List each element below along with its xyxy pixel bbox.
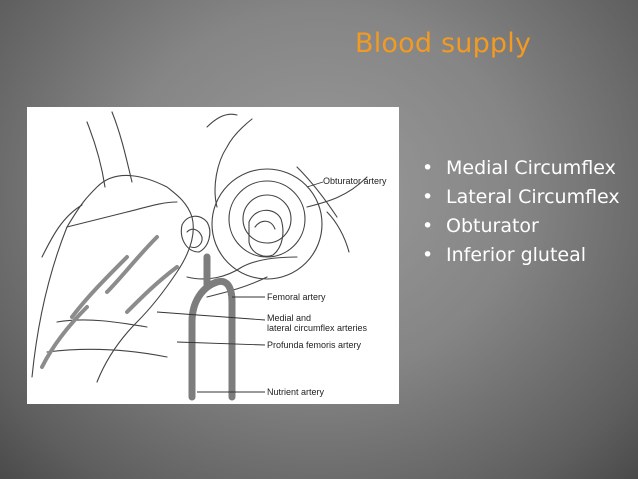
bullet-text: Inferior gluteal	[446, 244, 587, 266]
bullet-item: • Inferior gluteal	[422, 243, 632, 267]
diagram-drawing	[31, 111, 368, 401]
label-medial-lateral-line2: lateral circumflex arteries	[267, 323, 368, 333]
bullet-dot: •	[422, 215, 434, 237]
bullet-dot: •	[422, 244, 434, 266]
bullet-item: • Lateral Circumflex	[422, 185, 632, 209]
bullet-list: • Medial Circumflex • Lateral Circumflex •…	[422, 156, 632, 272]
bullet-dot: •	[422, 157, 434, 179]
bullet-text: Lateral Circumflex	[446, 186, 620, 208]
label-nutrient-artery: Nutrient artery	[267, 387, 325, 397]
bullet-dot: •	[422, 186, 434, 208]
bullet-item: • Obturator	[422, 214, 632, 238]
bullet-text: Obturator	[446, 215, 539, 237]
bullet-item: • Medial Circumflex	[422, 156, 632, 180]
label-profunda-femoris: Profunda femoris artery	[267, 340, 362, 350]
label-femoral-artery: Femoral artery	[267, 292, 326, 302]
hip-blood-supply-diagram: Obturator artery Femoral artery Medial a…	[27, 107, 399, 404]
bullet-text: Medial Circumflex	[446, 157, 616, 179]
label-medial-lateral-line1: Medial and	[267, 313, 312, 323]
label-obturator-artery: Obturator artery	[323, 176, 387, 186]
slide-title: Blood supply	[355, 28, 532, 59]
